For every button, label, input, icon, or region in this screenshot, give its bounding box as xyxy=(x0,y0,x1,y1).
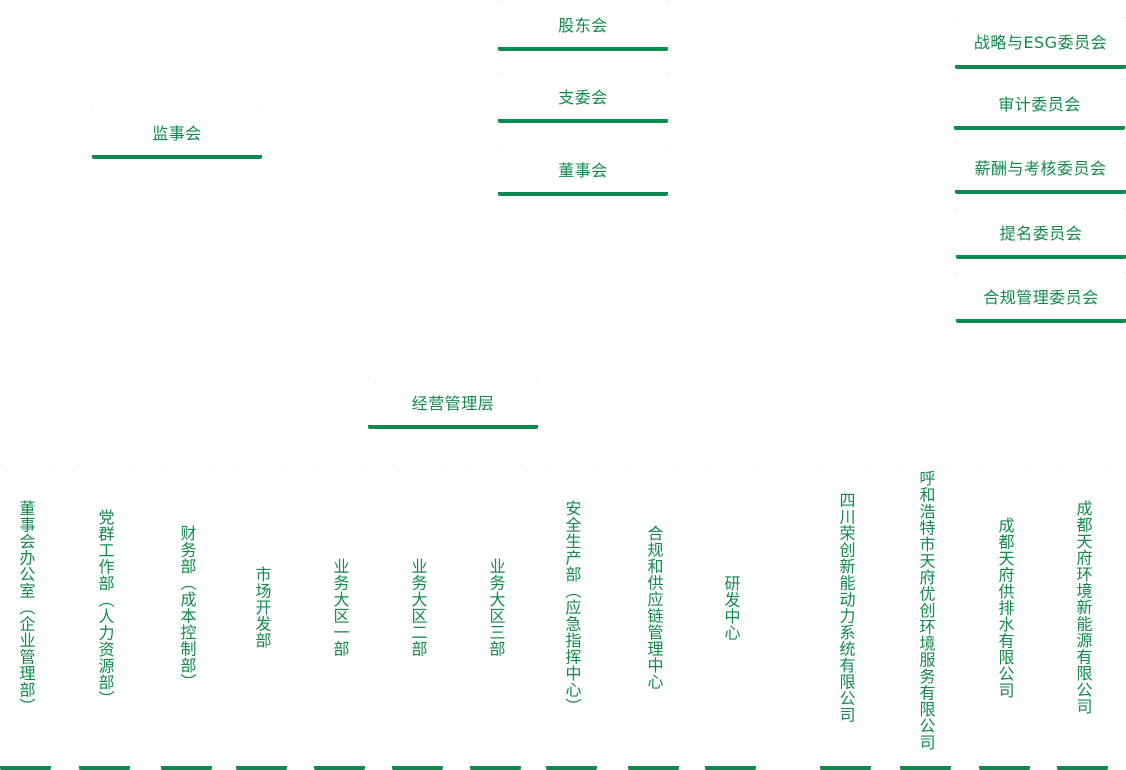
node-subsidiary-chengdu-new-energy[interactable]: 成都天府环境新能源有限公司 xyxy=(1057,465,1108,770)
node-dept-compliance-supply[interactable]: 合规和供应链管理中心 xyxy=(628,465,679,770)
node-party-committee[interactable]: 支委会 xyxy=(498,72,668,123)
node-label: 成都天府供排水有限公司 xyxy=(995,516,1015,699)
node-label: 董事会办公室（企业管理部） xyxy=(16,500,36,715)
node-management[interactable]: 经营管理层 xyxy=(368,378,538,429)
node-label: 四川荣创新能动力系统有限公司 xyxy=(836,492,856,723)
node-label: 呼和浩特市天府优创环境服务有限公司 xyxy=(916,470,936,751)
node-label: 股东会 xyxy=(558,15,608,35)
node-subsidiary-hohhot-tianfu[interactable]: 呼和浩特市天府优创环境服务有限公司 xyxy=(900,465,951,770)
node-dept-region-2[interactable]: 业务大区二部 xyxy=(392,465,443,770)
node-label: 合规和供应链管理中心 xyxy=(644,525,664,690)
node-dept-market[interactable]: 市场开发部 xyxy=(236,465,287,770)
node-label: 监事会 xyxy=(152,123,202,143)
node-label: 战略与ESG委员会 xyxy=(973,33,1108,52)
node-label: 审计委员会 xyxy=(998,94,1081,114)
node-label: 提名委员会 xyxy=(999,223,1083,243)
node-label: 研发中心 xyxy=(721,574,741,641)
node-dept-safety[interactable]: 安全生产部（应急指挥中心） xyxy=(546,465,597,770)
node-dept-rnd[interactable]: 研发中心 xyxy=(705,465,756,770)
node-label: 财务部（成本控制部） xyxy=(177,525,197,690)
node-committee-strategy-esg[interactable]: 战略与ESG委员会 xyxy=(955,17,1126,69)
node-label: 薪酬与考核委员会 xyxy=(974,158,1107,178)
node-label: 董事会 xyxy=(558,160,608,180)
node-committee-compliance[interactable]: 合规管理委员会 xyxy=(956,272,1126,323)
node-label: 业务大区三部 xyxy=(486,558,506,657)
node-subsidiary-sichuan-rongchuang[interactable]: 四川荣创新能动力系统有限公司 xyxy=(820,465,871,770)
node-dept-party-hr[interactable]: 党群工作部（人力资源部） xyxy=(79,465,130,770)
node-dept-finance[interactable]: 财务部（成本控制部） xyxy=(161,465,212,770)
node-label: 业务大区一部 xyxy=(330,558,350,657)
node-dept-region-3[interactable]: 业务大区三部 xyxy=(470,465,521,770)
node-label: 党群工作部（人力资源部） xyxy=(95,508,115,707)
node-label: 经营管理层 xyxy=(411,393,495,413)
node-committee-nomination[interactable]: 提名委员会 xyxy=(956,208,1126,259)
node-label: 业务大区二部 xyxy=(408,558,428,657)
node-board-of-directors[interactable]: 董事会 xyxy=(498,145,668,196)
node-subsidiary-chengdu-water[interactable]: 成都天府供排水有限公司 xyxy=(979,465,1030,770)
node-label: 成都天府环境新能源有限公司 xyxy=(1073,500,1093,715)
node-committee-remuneration[interactable]: 薪酬与考核委员会 xyxy=(955,143,1126,194)
node-committee-audit[interactable]: 审计委员会 xyxy=(954,79,1125,130)
node-label: 安全生产部（应急指挥中心） xyxy=(562,500,582,715)
node-label: 合规管理委员会 xyxy=(983,287,1099,307)
node-label: 市场开发部 xyxy=(252,566,272,649)
node-dept-board-office[interactable]: 董事会办公室（企业管理部） xyxy=(0,465,51,770)
node-shareholders[interactable]: 股东会 xyxy=(498,0,668,51)
node-supervisory-board[interactable]: 监事会 xyxy=(92,108,262,159)
node-label: 支委会 xyxy=(558,87,608,107)
node-dept-region-1[interactable]: 业务大区一部 xyxy=(314,465,365,770)
